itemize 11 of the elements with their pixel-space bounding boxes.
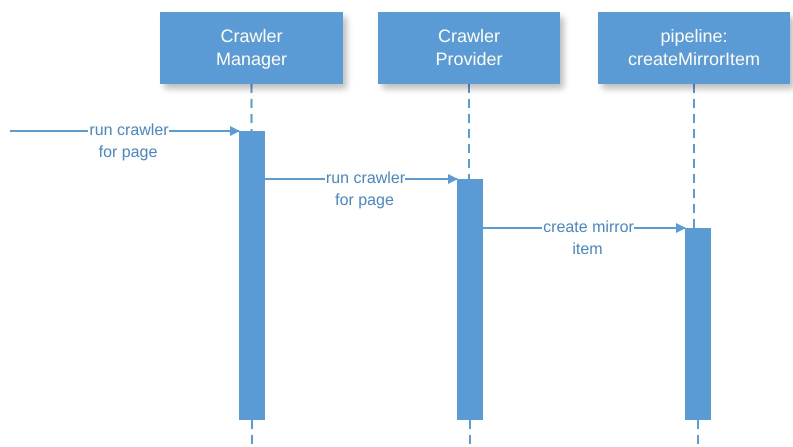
lifeline-header: Crawler Provider <box>378 12 560 84</box>
lifeline <box>693 84 695 228</box>
lifeline <box>468 84 470 179</box>
lifeline-header: Crawler Manager <box>160 12 343 84</box>
edge-label: run crawler for page <box>87 121 170 163</box>
activation-bar <box>457 179 483 420</box>
activation-bar <box>685 228 711 420</box>
lifeline <box>250 84 252 131</box>
lifeline-header: pipeline: createMirrorItem <box>598 12 790 84</box>
edge-label: run crawler for page <box>324 169 406 211</box>
activation-bar <box>239 131 265 420</box>
